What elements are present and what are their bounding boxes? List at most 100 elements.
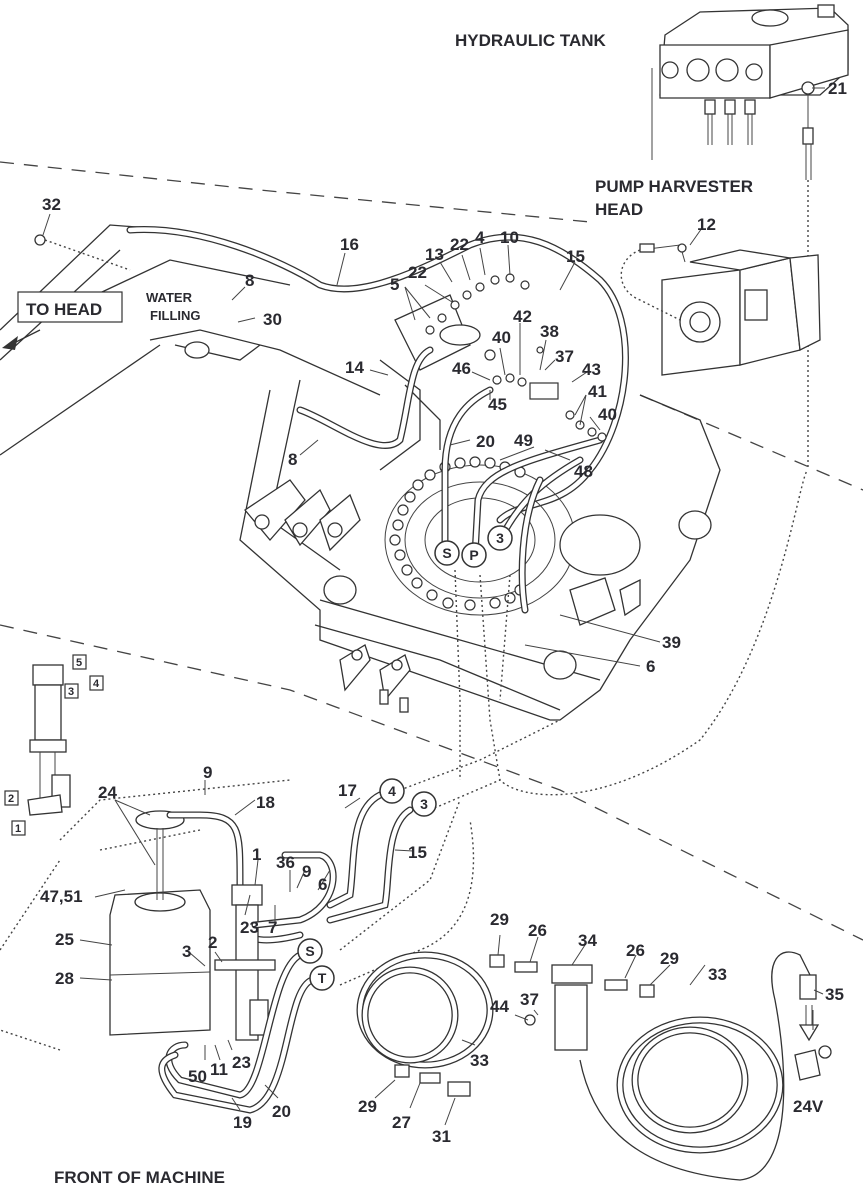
port-s: S <box>442 545 451 561</box>
boxed-callouts <box>4 654 104 836</box>
boxed-callout-3: 3 <box>68 686 74 698</box>
callout-28: 28 <box>55 969 74 988</box>
fittings-chain <box>425 273 607 442</box>
callout-39: 39 <box>662 633 681 652</box>
callout-31: 31 <box>432 1127 451 1146</box>
callout-17: 17 <box>338 781 357 800</box>
dotted-routings <box>0 469 809 1051</box>
water-hose-coils <box>356 951 832 1181</box>
zone-boundary-right <box>639 394 863 491</box>
cylinder-inset <box>27 664 71 816</box>
callout-37: 37 <box>520 990 539 1009</box>
callout-numbers: 21 12 32 8 30 16 13 22 4 10 15 5 22 42 3… <box>40 79 847 1146</box>
callout-40: 40 <box>492 328 511 347</box>
callout-26: 26 <box>626 941 645 960</box>
callout-10: 10 <box>500 228 519 247</box>
hose-16-15-loop <box>126 226 629 524</box>
callout-19: 19 <box>233 1113 252 1132</box>
callout-46: 46 <box>452 359 471 378</box>
label-front-of-machine: FRONT OF MACHINE <box>54 1168 225 1187</box>
callout-1: 1 <box>252 845 261 864</box>
callout-48: 48 <box>574 462 593 481</box>
callout-21: 21 <box>828 79 847 98</box>
callout-15: 15 <box>408 843 427 862</box>
label-filling: FILLING <box>150 308 201 323</box>
callout-12: 12 <box>697 215 716 234</box>
callout-40: 40 <box>598 405 617 424</box>
callout-33: 33 <box>708 965 727 984</box>
port-3: 3 <box>420 796 428 812</box>
boxed-callout-numbers: 5 4 3 2 1 <box>8 657 100 835</box>
callout-47-51: 47,51 <box>40 887 83 906</box>
callout-20: 20 <box>272 1102 291 1121</box>
callout-41: 41 <box>588 382 607 401</box>
callout-49: 49 <box>514 431 533 450</box>
pump-harvester-head <box>620 243 821 376</box>
port-marker-letters: S P 3 4 3 S T <box>305 530 504 986</box>
hydraulic-tank <box>651 4 849 470</box>
port-markers <box>297 525 513 991</box>
callout-26: 26 <box>528 921 547 940</box>
callout-34: 34 <box>578 931 597 950</box>
callout-8: 8 <box>245 271 254 290</box>
callout-44: 44 <box>490 997 509 1016</box>
callout-45: 45 <box>488 395 507 414</box>
callout-9: 9 <box>302 862 311 881</box>
arrow-left-icon <box>2 336 18 350</box>
port-3: 3 <box>496 530 504 546</box>
label-to-head: TO HEAD <box>26 300 102 319</box>
lower-hoses <box>158 791 414 1114</box>
callout-43: 43 <box>582 360 601 379</box>
zone-boundary-top <box>0 161 591 223</box>
callout-50: 50 <box>188 1067 207 1086</box>
callout-18: 18 <box>256 793 275 812</box>
port-s: S <box>305 943 314 959</box>
label-water: WATER <box>146 290 193 305</box>
boxed-callout-5: 5 <box>76 657 82 669</box>
callout-38: 38 <box>540 322 559 341</box>
callout-36: 36 <box>276 853 295 872</box>
callout-24: 24 <box>98 783 117 802</box>
boxed-callout-1: 1 <box>15 823 21 835</box>
callout-22: 22 <box>408 263 427 282</box>
callout-29: 29 <box>660 949 679 968</box>
callout-13: 13 <box>425 245 444 264</box>
label-pump-harvester: PUMP HARVESTER <box>595 177 753 196</box>
callout-2: 2 <box>208 933 217 952</box>
to-head-indicator <box>2 291 123 350</box>
leader-lines <box>42 87 825 1126</box>
callout-5: 5 <box>390 275 399 294</box>
callout-4: 4 <box>475 228 485 247</box>
port-t: T <box>318 970 327 986</box>
callout-20: 20 <box>476 432 495 451</box>
label-pump-head: HEAD <box>595 200 643 219</box>
callout-16: 16 <box>340 235 359 254</box>
callout-23: 23 <box>232 1053 251 1072</box>
callout-3: 3 <box>182 942 191 961</box>
water-tank <box>109 810 304 1036</box>
callout-14: 14 <box>345 358 364 377</box>
port-4: 4 <box>388 783 396 799</box>
callout-15: 15 <box>566 247 585 266</box>
callout-25: 25 <box>55 930 74 949</box>
callout-23: 23 <box>240 918 259 937</box>
callout-7: 7 <box>268 918 277 937</box>
label-24v: 24V <box>793 1097 824 1116</box>
callout-42: 42 <box>513 307 532 326</box>
callout-8: 8 <box>288 450 297 469</box>
callout-11: 11 <box>210 1060 228 1079</box>
callout-6: 6 <box>318 875 327 894</box>
callout-6: 6 <box>646 657 655 676</box>
callout-33: 33 <box>470 1051 489 1070</box>
callout-27: 27 <box>392 1113 411 1132</box>
zone-boundary-lower <box>0 624 863 941</box>
callout-30: 30 <box>263 310 282 329</box>
boxed-callout-4: 4 <box>93 678 100 690</box>
boom-structure <box>0 224 381 456</box>
callout-29: 29 <box>490 910 509 929</box>
callout-37: 37 <box>555 347 574 366</box>
callout-22: 22 <box>450 235 469 254</box>
callout-29: 29 <box>358 1097 377 1116</box>
valve-stack <box>214 884 276 1041</box>
